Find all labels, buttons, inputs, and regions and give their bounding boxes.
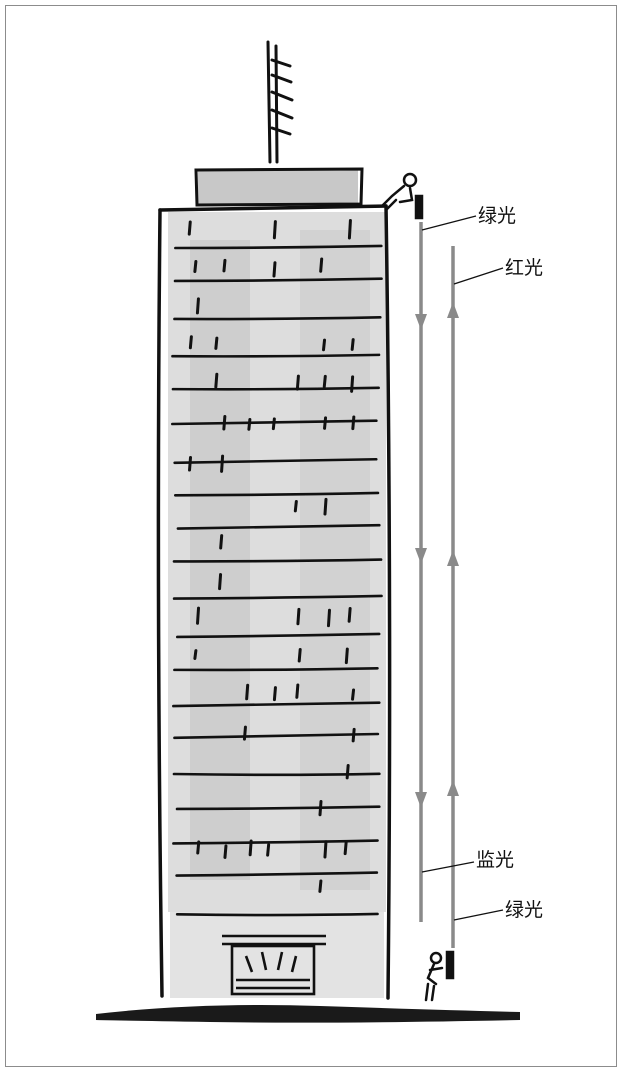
arrow-up-icon (447, 550, 459, 566)
window-mark (195, 651, 196, 659)
window-mark (274, 222, 275, 238)
window-mark (195, 262, 196, 272)
window-mark (325, 418, 326, 428)
window-mark (274, 263, 275, 276)
label-leaders (422, 216, 503, 920)
window-mark (297, 685, 298, 697)
red-light-beam-up (447, 246, 459, 948)
arrow-down-icon (415, 548, 427, 564)
window-mark (225, 846, 226, 857)
window-mark (244, 727, 245, 739)
window-mark (249, 419, 250, 429)
label-green-bottom: 绿光 (505, 899, 543, 921)
window-mark (190, 337, 191, 348)
window-mark (268, 845, 269, 855)
window-mark (197, 299, 198, 313)
window-mark (321, 259, 322, 271)
window-mark (352, 340, 353, 350)
label-green-top: 绿光 (478, 205, 516, 227)
window-mark (198, 842, 199, 853)
floor-line (177, 914, 377, 915)
window-mark (247, 685, 248, 699)
window-mark (352, 377, 353, 391)
window-mark (198, 608, 199, 623)
label-blue: 监光 (476, 849, 514, 871)
window-mark (221, 536, 222, 548)
window-mark (325, 499, 326, 514)
window-mark (189, 222, 190, 234)
window-mark (274, 688, 275, 700)
window-mark (298, 609, 299, 623)
window-mark (216, 374, 217, 387)
window-mark (190, 457, 191, 470)
window-mark (328, 610, 329, 625)
green-light-beam-down (415, 222, 427, 922)
arrow-down-icon (415, 314, 427, 330)
window-mark (345, 842, 346, 853)
label-red: 红光 (505, 257, 543, 279)
window-mark (299, 650, 300, 662)
window-mark (250, 841, 251, 855)
floor-line (173, 388, 379, 389)
bottom-person-icon (426, 952, 453, 1000)
arrow-up-icon (447, 302, 459, 318)
window-mark (320, 881, 321, 891)
window-mark (320, 801, 321, 814)
window-mark (222, 456, 223, 471)
floor-line (172, 355, 379, 357)
window-mark (349, 221, 350, 238)
window-mark (324, 376, 325, 386)
antenna (268, 42, 292, 162)
window-mark (295, 501, 296, 510)
window-mark (324, 340, 325, 350)
top-person-icon (382, 174, 422, 218)
window-mark (347, 765, 348, 777)
window-mark (353, 690, 354, 699)
arrow-up-icon (447, 780, 459, 796)
window-mark (273, 419, 274, 429)
window-mark (349, 609, 350, 622)
window-mark (220, 575, 221, 589)
arrow-down-icon (415, 792, 427, 808)
window-mark (353, 729, 354, 741)
window-mark (325, 842, 326, 857)
window-mark (353, 417, 354, 429)
window-mark (224, 416, 225, 428)
window-mark (224, 260, 225, 271)
window-mark (297, 376, 298, 389)
window-mark (346, 649, 347, 663)
ground (96, 1005, 520, 1023)
window-mark (216, 338, 217, 348)
